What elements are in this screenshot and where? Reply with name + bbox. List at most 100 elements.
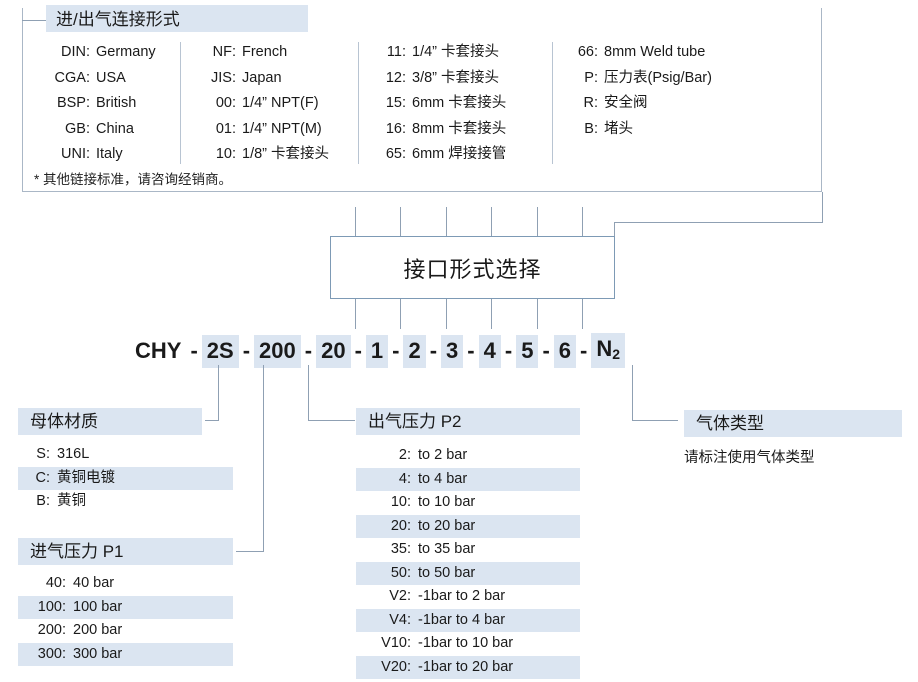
outlet-pressure-row[interactable]: V10:-1bar to 10 bar [356, 632, 580, 656]
outlet-pressure-title: 出气压力 P2 [356, 408, 580, 435]
part-code-separator: - [354, 338, 362, 363]
part-code-segment-1[interactable]: 1 [365, 335, 389, 368]
body-material-label: 黄铜电镀 [57, 469, 115, 486]
outlet-pressure-row[interactable]: 10:to 10 bar [356, 491, 580, 515]
part-code-segment-4[interactable]: 4 [478, 335, 501, 368]
connection-entry: NF:French [196, 40, 382, 66]
iface-tick-above-1 [355, 207, 356, 237]
body-material-row[interactable]: B:黄铜 [18, 490, 233, 514]
part-code-segment-6[interactable]: 6 [553, 335, 577, 368]
connection-entry-key: 15: [385, 95, 406, 111]
body-material-label: 316L [57, 446, 90, 462]
inlet-pressure-label: 300 bar [73, 645, 123, 662]
connection-entry-value: 3/8” 卡套接头 [412, 69, 500, 86]
inlet-pressure-row[interactable]: 40:40 bar [18, 572, 233, 596]
inlet-pressure-code: 100: [37, 598, 66, 615]
connection-entry-value: Japan [242, 69, 282, 86]
outlet-pressure-row[interactable]: 4:to 4 bar [356, 467, 580, 491]
connection-entry-value: Germany [96, 44, 156, 60]
inlet-pressure-code: 200: [37, 622, 66, 638]
body-material-title: 母体材质 [18, 408, 202, 435]
part-code-separator: - [392, 338, 400, 363]
leader-2s-horizontal [205, 420, 219, 421]
outlet-pressure-row[interactable]: V2:-1bar to 2 bar [356, 585, 580, 609]
iface-tick-below-4 [491, 299, 492, 329]
inlet-pressure-row[interactable]: 300: 300 bar [18, 642, 233, 666]
inlet-pressure-title: 进气压力 P1 [18, 538, 233, 565]
leader-n2-vertical [632, 365, 633, 420]
gas-type-note: 请标注使用气体类型 [684, 450, 815, 466]
inlet-pressure-code: 300: [37, 645, 66, 662]
connection-type-panel [22, 8, 822, 192]
body-material-row[interactable]: S:316L [18, 443, 233, 467]
body-material-row[interactable]: C:黄铜电镀 [18, 466, 233, 490]
inlet-pressure-row[interactable]: 100:100 bar [18, 595, 233, 619]
connection-entry-value: 1/4” NPT(F) [242, 95, 319, 111]
connection-panel-leader-tick [22, 20, 48, 21]
outlet-pressure-code: 20: [390, 517, 411, 534]
connection-entry-key: DIN: [61, 44, 90, 60]
body-material-code: B: [36, 493, 50, 509]
column-divider-2 [358, 42, 359, 164]
connection-entry-key: 12: [385, 69, 406, 86]
connection-entry: 15: 6mm 卡套接头 [372, 91, 562, 117]
connection-entry-key: 16: [385, 120, 406, 137]
iface-tick-below-6 [582, 299, 583, 329]
part-code-segment-3[interactable]: 3 [441, 335, 464, 368]
iface-tick-below-1 [355, 299, 356, 329]
leader-200-vertical [263, 365, 264, 551]
iface-tick-below-2 [400, 299, 401, 329]
outlet-pressure-row[interactable]: V4:-1bar to 4 bar [356, 608, 580, 632]
connection-entry: P:压力表(Psig/Bar) [566, 66, 774, 92]
connection-entry: B:堵头 [566, 117, 774, 143]
connection-entry-value: USA [96, 69, 126, 86]
connection-entry-key: 10: [215, 146, 236, 162]
outlet-pressure-code: 2: [398, 447, 411, 463]
connection-entry-value: 6mm 焊接接管 [412, 146, 507, 162]
outlet-pressure-code: 35: [390, 541, 411, 557]
part-code-separator: - [504, 338, 513, 363]
column-divider-3 [552, 42, 553, 164]
connection-type-title: 进/出气连接形式 [46, 5, 308, 32]
outlet-pressure-label: -1bar to 2 bar [418, 588, 506, 604]
outlet-pressure-label: to 10 bar [418, 494, 476, 510]
inlet-pressure-row[interactable]: 200: 200 bar [18, 619, 233, 643]
connection-entry-key: UNI: [61, 146, 90, 162]
outlet-pressure-code: V20: [381, 658, 411, 675]
leader-20-horizontal [308, 420, 355, 421]
connection-entry-key: JIS: [211, 69, 236, 86]
leader-200-horizontal [236, 551, 264, 552]
leader-2s-vertical [218, 365, 219, 420]
connection-entry-key: 11: [386, 44, 406, 60]
part-code-segment-2[interactable]: 2 [403, 335, 426, 368]
connection-entry: 00:1/4” NPT(F) [196, 91, 382, 117]
outlet-pressure-label: -1bar to 10 bar [418, 635, 514, 651]
outlet-pressure-row[interactable]: 50:to 50 bar [356, 561, 580, 585]
connection-entry-value: Italy [96, 146, 123, 162]
part-code-segment-chy[interactable]: CHY [135, 338, 182, 363]
part-code-segment-2s[interactable]: 2S [201, 335, 239, 368]
part-code-separator: - [242, 338, 251, 363]
outlet-pressure-code: 50: [390, 564, 411, 581]
outlet-pressure-row[interactable]: 2:to 2 bar [356, 444, 580, 468]
iface-tick-above-3 [446, 207, 447, 237]
outlet-pressure-row[interactable]: V20: -1bar to 20 bar [356, 655, 580, 679]
connection-panel-footnote: * 其他链接标准，请咨询经销商。 [34, 172, 233, 187]
part-code-segment-5[interactable]: 5 [516, 335, 539, 368]
connection-entry-key: B: [584, 120, 598, 137]
connection-entry-value: 6mm 卡套接头 [412, 95, 507, 111]
iface-tick-below-5 [537, 299, 538, 329]
outlet-pressure-row[interactable]: 20:to 20 bar [356, 514, 580, 538]
part-code-segment-200[interactable]: 200 [254, 335, 301, 368]
part-code-segment-20[interactable]: 20 [316, 335, 351, 368]
outlet-pressure-label: -1bar to 20 bar [418, 658, 514, 675]
connection-entry-key: R: [583, 95, 599, 111]
connection-entry: 12: 3/8” 卡套接头 [372, 66, 562, 92]
part-code-segment-n2[interactable]: N2 [591, 333, 626, 368]
connection-entry-value: 8mm 卡套接头 [412, 120, 507, 137]
outlet-pressure-row[interactable]: 35:to 35 bar [356, 538, 580, 562]
inlet-pressure-label: 200 bar [73, 622, 123, 638]
